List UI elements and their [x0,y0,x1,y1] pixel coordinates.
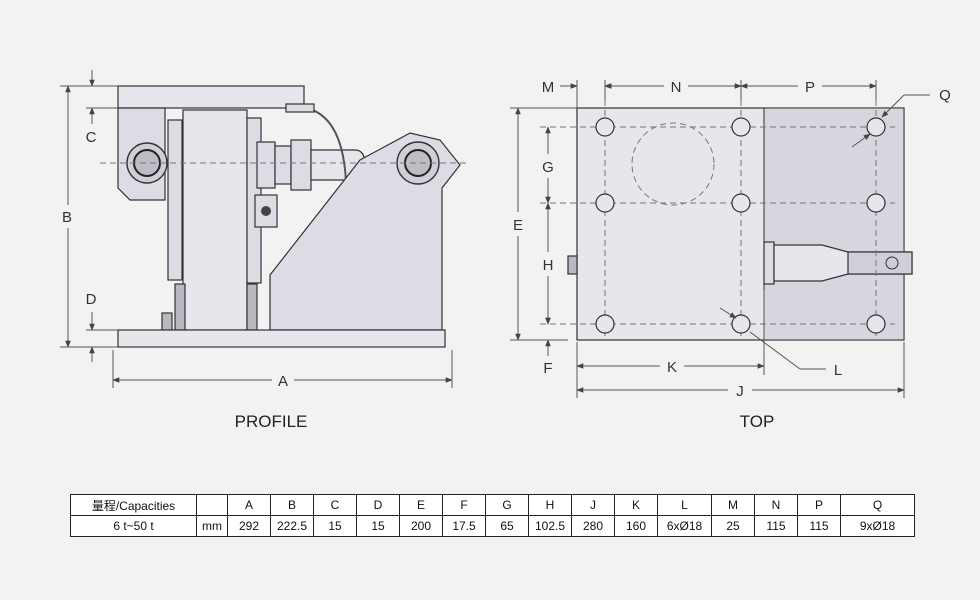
spec-header-cell: G [485,494,529,516]
top-shaft-pin [885,256,899,270]
spec-value-row: 6 t~50 t mm 292 222.5 15 15 200 17.5 65 … [70,515,915,537]
top-upper-plate [763,107,905,341]
spec-value-cell: 15 [356,515,400,537]
top-hole [731,117,751,137]
profile-cable-gland [285,103,315,113]
spec-header-cell: L [657,494,712,516]
profile-view-title: PROFILE [235,412,308,431]
spec-value-cell: 200 [399,515,443,537]
profile-right-pin-clip [404,149,432,177]
spec-value-cell: 9xØ18 [840,515,915,537]
spec-header-cell: P [797,494,841,516]
dim-label-J: J [736,383,744,400]
top-left-tab [567,255,578,275]
spec-header-cell: J [571,494,615,516]
spec-header-cell: K [614,494,658,516]
dim-label-B: B [62,209,72,226]
spec-table: 量程/Capacities A B C D E F G H J K L M N … [70,494,915,537]
top-hole [866,117,886,137]
spec-value-cell: 102.5 [528,515,572,537]
spec-value-cell: 222.5 [270,515,314,537]
top-hole [866,314,886,334]
dim-label-K: K [667,359,677,376]
top-hole [595,314,615,334]
dim-label-A: A [278,373,288,390]
top-shaft-collar [763,241,775,285]
spec-value-cell: 115 [797,515,841,537]
profile-lower-post-right [246,283,258,331]
profile-base-bolt [161,312,173,331]
spec-value-cell: 25 [711,515,755,537]
dim-label-N: N [671,79,682,96]
spec-header-cell: A [227,494,271,516]
profile-junction-screw [261,206,271,216]
spec-value-cell: 65 [485,515,529,537]
spec-header-cell: C [313,494,357,516]
spec-header-cell: N [754,494,798,516]
top-hole [595,117,615,137]
top-hole [731,193,751,213]
profile-nut-3 [290,139,312,191]
profile-top-plate [117,85,305,109]
top-dashed-circle [631,122,715,206]
spec-header-cell: M [711,494,755,516]
spec-header-cell: E [399,494,443,516]
spec-value-cell: 15 [313,515,357,537]
spec-value-cell: 160 [614,515,658,537]
top-view-title: TOP [740,412,775,431]
spec-header-cell: 量程/Capacities [70,494,197,516]
spec-header-cell: F [442,494,486,516]
spec-value-cell: 6 t~50 t [70,515,197,537]
spec-header-cell: H [528,494,572,516]
spec-value-cell: 292 [227,515,271,537]
top-view: M N P Q E G H F K L [510,79,951,431]
spec-header-cell: B [270,494,314,516]
dim-label-L: L [834,362,842,379]
top-hole [595,193,615,213]
spec-value-cell: mm [196,515,228,537]
dim-label-G: G [542,159,554,176]
top-hole [866,193,886,213]
profile-housing-left [167,119,183,281]
dim-label-E: E [513,217,523,234]
top-shaft-end [847,251,913,275]
profile-nut-1 [256,141,276,189]
spec-header-cell: Q [840,494,915,516]
spec-header-cell [196,494,228,516]
spec-header-cell: D [356,494,400,516]
dim-label-D: D [86,291,97,308]
dimension-drawing: A B C D PROFILE [60,70,951,431]
dim-label-M: M [542,79,555,96]
profile-center-block [182,109,248,331]
spec-value-cell: 17.5 [442,515,486,537]
top-hole [731,314,751,334]
spec-header-row: 量程/Capacities A B C D E F G H J K L M N … [70,494,915,516]
dim-label-Q: Q [939,87,951,104]
dim-label-H: H [543,257,554,274]
profile-view: A B C D PROFILE [60,70,470,431]
spec-value-cell: 280 [571,515,615,537]
profile-base-plate [117,329,446,348]
spec-value-cell: 115 [754,515,798,537]
dim-label-C: C [86,129,97,146]
spec-value-cell: 6xØ18 [657,515,712,537]
dim-label-P: P [805,79,815,96]
profile-left-pin-clip [133,149,161,177]
profile-lower-post-left [174,283,186,331]
dim-label-F: F [543,360,552,377]
profile-nut-2 [274,145,292,185]
